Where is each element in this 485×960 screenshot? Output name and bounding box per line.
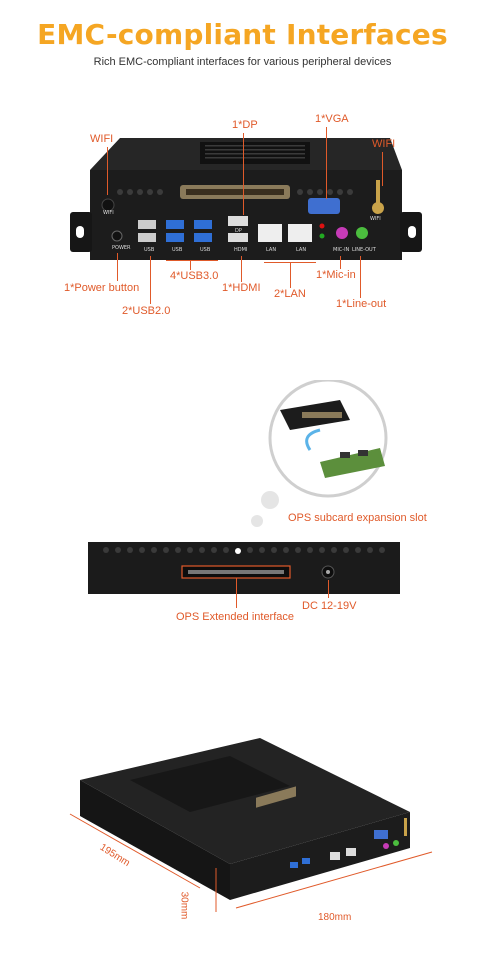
- isometric-illustration: [69, 738, 433, 912]
- lead-dp: [243, 133, 244, 215]
- lead-ops-extended: [236, 578, 237, 608]
- lead-usb2: [150, 256, 151, 304]
- port-tag-line: LINE-OUT: [352, 247, 376, 253]
- label-wifi-left: WIFI: [90, 133, 114, 145]
- label-line-out: 1*Line-out: [336, 298, 387, 310]
- port-tag-dp: DP: [235, 228, 242, 234]
- label-hdmi: 1*HDMI: [222, 282, 261, 294]
- lead-hdmi: [241, 256, 242, 282]
- lead-dc: [328, 580, 329, 598]
- lead-line: [360, 256, 361, 298]
- port-tag-lan-b: LAN: [296, 247, 307, 253]
- lead-usb3: [166, 260, 218, 261]
- label-vga: 1*VGA: [315, 113, 349, 125]
- port-tag-usb-b: USB: [172, 247, 183, 253]
- port-tag-usb-c: USB: [200, 247, 211, 253]
- lead-power: [117, 253, 118, 281]
- port-tag-usb-a: USB: [144, 247, 155, 253]
- lead-vga: [326, 127, 327, 199]
- page-title: EMC-compliant Interfaces: [37, 18, 448, 51]
- slot-closeup-bubble: [268, 380, 388, 498]
- lead-mic: [340, 256, 341, 269]
- side-panel-illustration: [88, 542, 400, 594]
- dim-width: 180mm: [318, 912, 352, 923]
- rear-panel-illustration: [70, 138, 422, 260]
- port-tag-wifi: WIFI: [103, 210, 114, 216]
- label-dp: 1*DP: [232, 119, 258, 131]
- port-tag-hdmi: HDMI: [234, 247, 248, 253]
- label-usb2: 2*USB2.0: [122, 305, 171, 317]
- port-tag-lan-a: LAN: [266, 247, 277, 253]
- label-dc: DC 12-19V: [302, 600, 357, 612]
- dim-height: 30mm: [178, 891, 190, 920]
- lead-wifi-right: [382, 152, 383, 186]
- port-tag-power: POWER: [112, 245, 131, 251]
- label-ops-extended: OPS Extended interface: [176, 611, 295, 623]
- label-lan: 2*LAN: [274, 288, 306, 300]
- label-power-button: 1*Power button: [64, 282, 140, 294]
- label-mic-in: 1*Mic-in: [316, 269, 356, 281]
- bubble-dots: [251, 491, 279, 527]
- port-tag-wifi-right: WIFI: [370, 216, 381, 222]
- page-subtitle: Rich EMC-compliant interfaces for variou…: [93, 56, 392, 68]
- port-tag-mic: MIC-IN: [333, 247, 350, 253]
- label-wifi-right: WIFI: [372, 138, 396, 150]
- label-usb3: 4*USB3.0: [170, 270, 219, 282]
- lead-wifi-left: [107, 147, 108, 195]
- label-ops-slot: OPS subcard expansion slot: [288, 512, 427, 524]
